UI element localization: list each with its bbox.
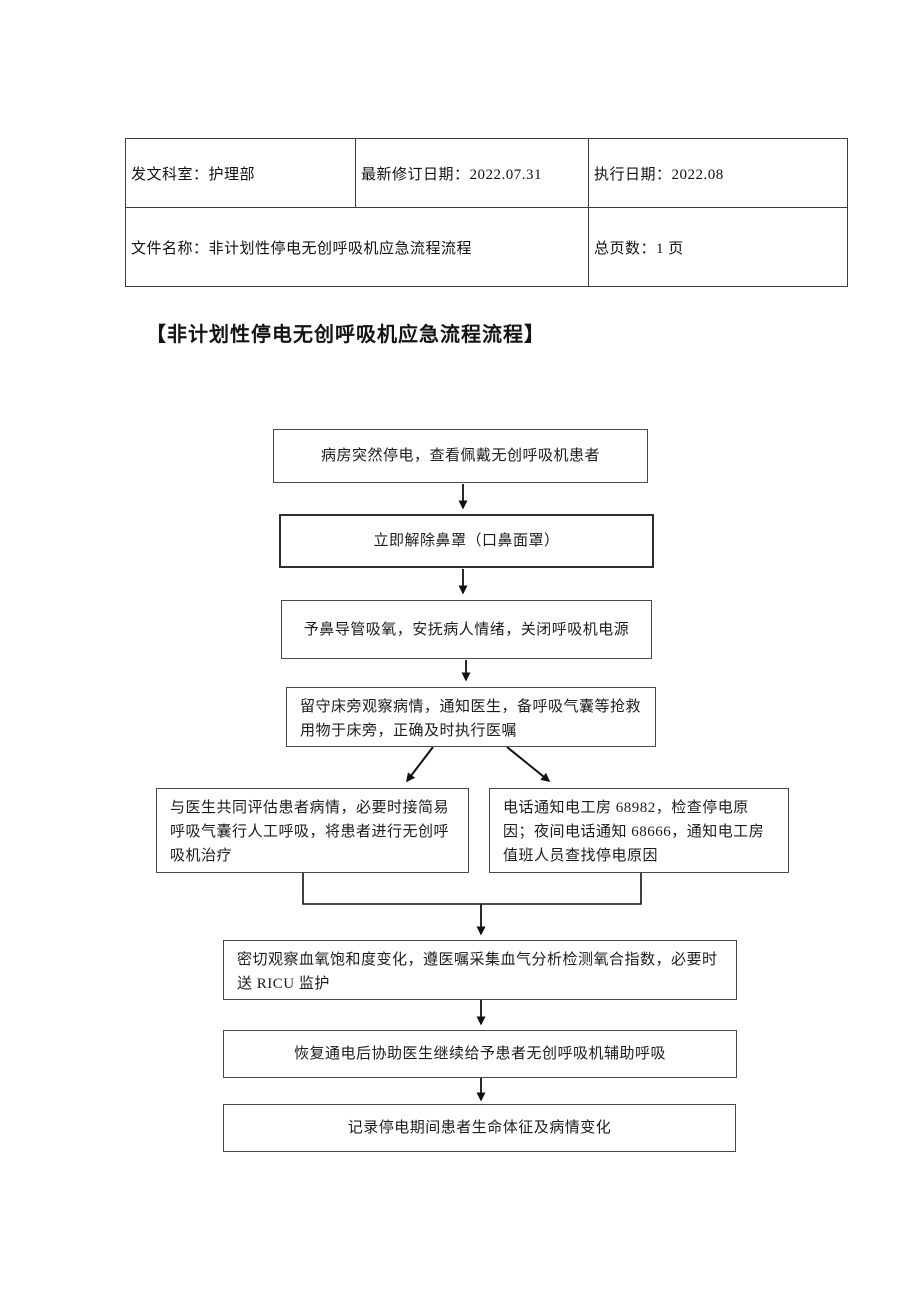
table-row: 文件名称：非计划性停电无创呼吸机应急流程流程 总页数：1 页 (125, 207, 848, 287)
flow-step-power-outage: 病房突然停电，查看佩戴无创呼吸机患者 (273, 429, 648, 483)
merge-connector (302, 873, 642, 905)
flow-step-resume-ventilation: 恢复通电后协助医生继续给予患者无创呼吸机辅助呼吸 (223, 1030, 737, 1078)
arrow-step4-step5a (406, 746, 434, 783)
flow-step-monitor-spo2: 密切观察血氧饱和度变化，遵医嘱采集血气分析检测氧合指数，必要时送 RICU 监护 (223, 940, 737, 1000)
flow-step-remove-mask: 立即解除鼻罩（口鼻面罩） (279, 514, 654, 568)
arrow-step4-step5b (506, 746, 551, 782)
cell-file-name: 文件名称：非计划性停电无创呼吸机应急流程流程 (125, 207, 589, 287)
cell-revision-date: 最新修订日期：2022.07.31 (355, 138, 589, 208)
table-row: 发文科室：护理部 最新修订日期：2022.07.31 执行日期：2022.08 (125, 138, 848, 208)
flow-step-record-vitals: 记录停电期间患者生命体征及病情变化 (223, 1104, 736, 1152)
cell-issuing-dept: 发文科室：护理部 (125, 138, 356, 208)
flow-step-call-electrician: 电话通知电工房 68982，检查停电原因；夜间电话通知 68666，通知电工房值… (489, 788, 789, 873)
flow-step-bedside-observe: 留守床旁观察病情，通知医生，备呼吸气囊等抢救用物于床旁，正确及时执行医嘱 (286, 687, 656, 747)
page-title: 【非计划性停电无创呼吸机应急流程流程】 (146, 324, 545, 346)
cell-total-pages: 总页数：1 页 (588, 207, 848, 287)
flow-step-nasal-oxygen: 予鼻导管吸氧，安抚病人情绪，关闭呼吸机电源 (281, 600, 652, 659)
flow-step-doctor-assess: 与医生共同评估患者病情，必要时接简易呼吸气囊行人工呼吸，将患者进行无创呼吸机治疗 (156, 788, 469, 873)
document-header-table: 发文科室：护理部 最新修订日期：2022.07.31 执行日期：2022.08 … (125, 138, 848, 287)
cell-execution-date: 执行日期：2022.08 (588, 138, 848, 208)
